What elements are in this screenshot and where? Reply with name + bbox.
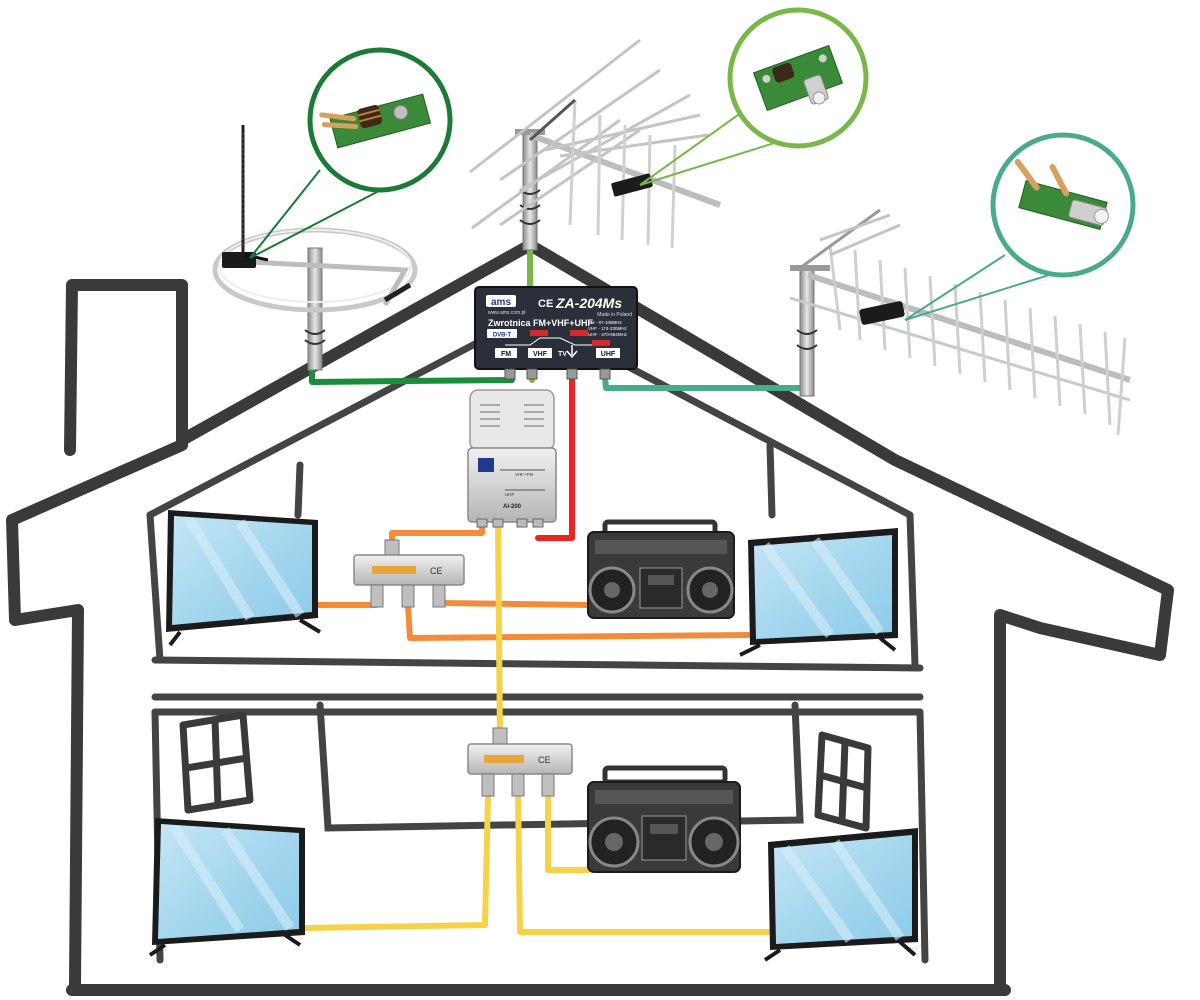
flat-screen-tv-icon xyxy=(739,528,898,657)
combiner-band-uhf: UHF - 470-694MHz xyxy=(588,332,628,337)
flat-screen-tv-icon xyxy=(166,510,322,647)
cable-uhf xyxy=(602,375,803,391)
radio-lower xyxy=(587,765,741,873)
cable-lower-tv-right xyxy=(515,792,771,935)
amplifier-label-uhf: UHF xyxy=(505,492,514,497)
balun-pcb-icon xyxy=(1014,158,1109,231)
combiner-dvbt-badge: DVB-T xyxy=(493,333,512,339)
combiner-port-uhf: UHF xyxy=(601,351,616,358)
coax-splitter-icon: CE xyxy=(353,539,465,608)
combiner-model: ZA-204Ms xyxy=(555,295,622,311)
coax-splitter-icon: CE xyxy=(467,727,573,797)
cable-lower-tv-left xyxy=(301,792,491,931)
cable-upper-radio xyxy=(437,600,591,608)
interior-sketch xyxy=(146,311,929,964)
window-left xyxy=(179,711,254,814)
amplifier-label-vhf-fm: VHF+FM xyxy=(515,472,533,477)
cable-lower-trunk xyxy=(495,519,503,745)
radio-upper xyxy=(587,519,735,619)
vhf-yagi-antenna-icon xyxy=(469,38,722,251)
boombox-radio-icon xyxy=(587,765,741,873)
splitter-upper-ce-mark: CE xyxy=(430,566,443,576)
tv-upper-right xyxy=(739,528,898,657)
antenna-amplifier-icon: VHF+FM UHF AI-200 xyxy=(467,389,557,528)
combiner-title: Zwrotnica FM+VHF+UHF xyxy=(488,318,594,328)
cables xyxy=(301,242,803,935)
balun-pcb-icon xyxy=(752,44,844,112)
cable-tv xyxy=(535,372,575,541)
tv-lower-right xyxy=(763,828,918,962)
boombox-radio-icon xyxy=(587,519,735,619)
combiner-made-in: Made in Poland xyxy=(597,312,632,318)
house-left-wall-and-chimney xyxy=(6,279,188,991)
tv-upper-left xyxy=(166,510,322,647)
balun-pcb-icon xyxy=(319,93,432,149)
combiner-port-vhf: VHF xyxy=(533,351,548,358)
combiner-port-tv: TV xyxy=(558,351,567,358)
callout-vhf-balun xyxy=(639,7,869,186)
splitter-lower-ce-mark: CE xyxy=(538,755,551,765)
window-right xyxy=(814,731,872,832)
tv-lower-left xyxy=(148,818,305,957)
callout-fm-balun xyxy=(249,47,453,259)
fm-ring-antenna-icon xyxy=(212,125,418,371)
combiner-website: www.ams.com.pl xyxy=(488,310,526,316)
combiner-port-fm: FM xyxy=(501,351,511,358)
splitter-lower: CE xyxy=(467,727,573,797)
combiner-za-204ms: ams CE ZA-204Ms Made in Poland www.ams.c… xyxy=(474,286,638,380)
flat-screen-tv-icon xyxy=(148,818,305,957)
house-roof-and-right-wall xyxy=(176,239,1174,991)
uhf-yagi-antenna-icon xyxy=(789,208,1131,436)
callout-uhf-balun xyxy=(904,132,1136,321)
flat-screen-tv-icon xyxy=(763,828,918,962)
cable-upper-splitter-in xyxy=(389,519,485,551)
splitter-upper: CE xyxy=(353,539,465,608)
combiner-ce-mark: CE xyxy=(538,298,553,310)
combiner-brand: ams xyxy=(491,297,511,308)
cable-lower-radio xyxy=(545,792,591,873)
house-outline xyxy=(6,239,1174,996)
combiner-band-fm: FM - 87-108MHz xyxy=(588,320,623,325)
cable-upper-tv-right xyxy=(405,602,751,641)
amplifier-model: AI-200 xyxy=(503,504,522,510)
combiner-band-vhf: VHF - 174-230MHz xyxy=(588,326,628,331)
